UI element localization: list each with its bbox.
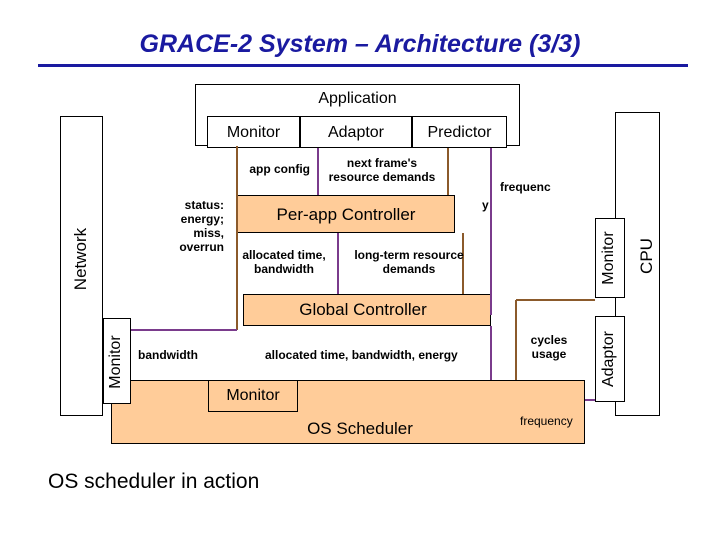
os-scheduler-label: OS Scheduler	[307, 419, 413, 438]
application-label: Application	[318, 90, 397, 107]
app-predictor-label: Predictor	[427, 124, 492, 141]
allocated-all-label: allocated time, bandwidth, energy	[265, 348, 458, 362]
frequency-top-label-1: frequenc	[500, 180, 551, 194]
allocated-time-bandwidth-label: allocated time, bandwidth	[242, 248, 326, 276]
global-controller-label: Global Controller	[299, 300, 427, 319]
next-frame-demands-label: next frame's resource demands	[328, 156, 436, 184]
slide-title: GRACE-2 System – Architecture (3/3)	[139, 30, 581, 58]
long-term-demands-label: long-term resource demands	[354, 248, 464, 276]
cpu-monitor-box	[595, 218, 625, 298]
app-monitor-box	[207, 116, 300, 148]
per-app-controller-box	[237, 195, 455, 233]
app-predictor-box	[412, 116, 507, 148]
frequency-top-label-2: y	[482, 198, 489, 212]
frequency-bottom-label: frequency	[520, 414, 573, 428]
cpu-adaptor-box	[595, 316, 625, 402]
os-monitor-box	[208, 380, 298, 412]
per-app-controller-label: Per-app Controller	[276, 205, 416, 224]
network-box	[60, 116, 103, 416]
bandwidth-label: bandwidth	[138, 348, 198, 362]
app-adaptor-box	[300, 116, 412, 148]
cycles-usage-label: cycles usage	[530, 333, 568, 361]
status-label: status: energy; miss, overrun	[179, 198, 224, 254]
os-scheduler-box	[111, 380, 585, 444]
title-underline	[38, 64, 688, 67]
global-controller-box	[243, 294, 491, 326]
app-adaptor-label: Adaptor	[327, 124, 385, 141]
app-monitor-label: Monitor	[226, 124, 281, 141]
os-monitor-label: Monitor	[226, 387, 280, 404]
network-monitor-box	[103, 318, 131, 404]
app-config-label: app config	[249, 162, 310, 176]
caption: OS scheduler in action	[48, 470, 260, 493]
